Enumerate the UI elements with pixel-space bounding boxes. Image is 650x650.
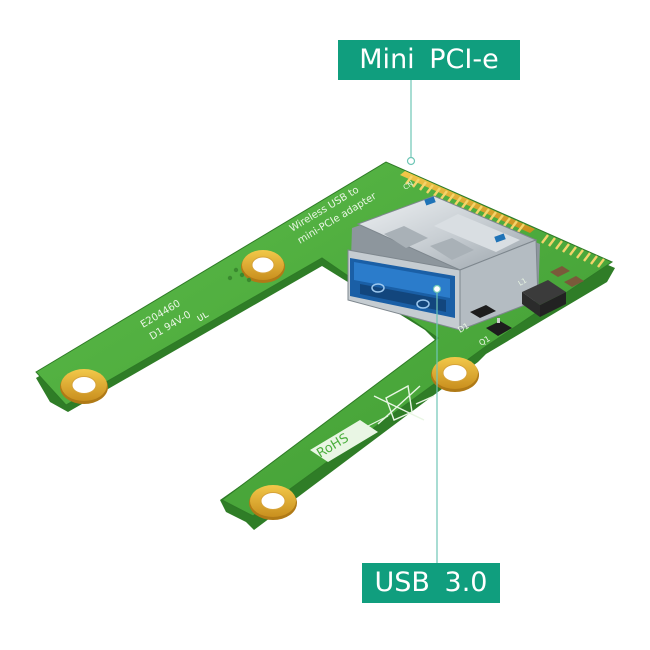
inductor-l1 xyxy=(522,280,566,317)
gold-fingers xyxy=(400,171,605,268)
transistor-q1 xyxy=(486,318,512,336)
mounting-hole-middle-right xyxy=(431,357,479,392)
leader-dot-bottom xyxy=(432,284,442,294)
mounting-hole-bottom-left xyxy=(60,369,108,404)
usb3-callout: USB 3.0 xyxy=(362,563,500,603)
weee-bin-icon xyxy=(373,384,435,425)
mounting-hole-top-left xyxy=(241,250,285,283)
diode-d1 xyxy=(470,305,496,318)
capacitor xyxy=(550,266,584,287)
leader-dot-top xyxy=(406,156,416,166)
ref-l1: L1 xyxy=(517,277,528,288)
via-pads xyxy=(227,267,252,283)
mini-pcie-callout: Mini PCI-e xyxy=(338,40,520,80)
usb3-connector xyxy=(347,195,540,331)
mounting-hole-bottom-right xyxy=(249,485,297,520)
